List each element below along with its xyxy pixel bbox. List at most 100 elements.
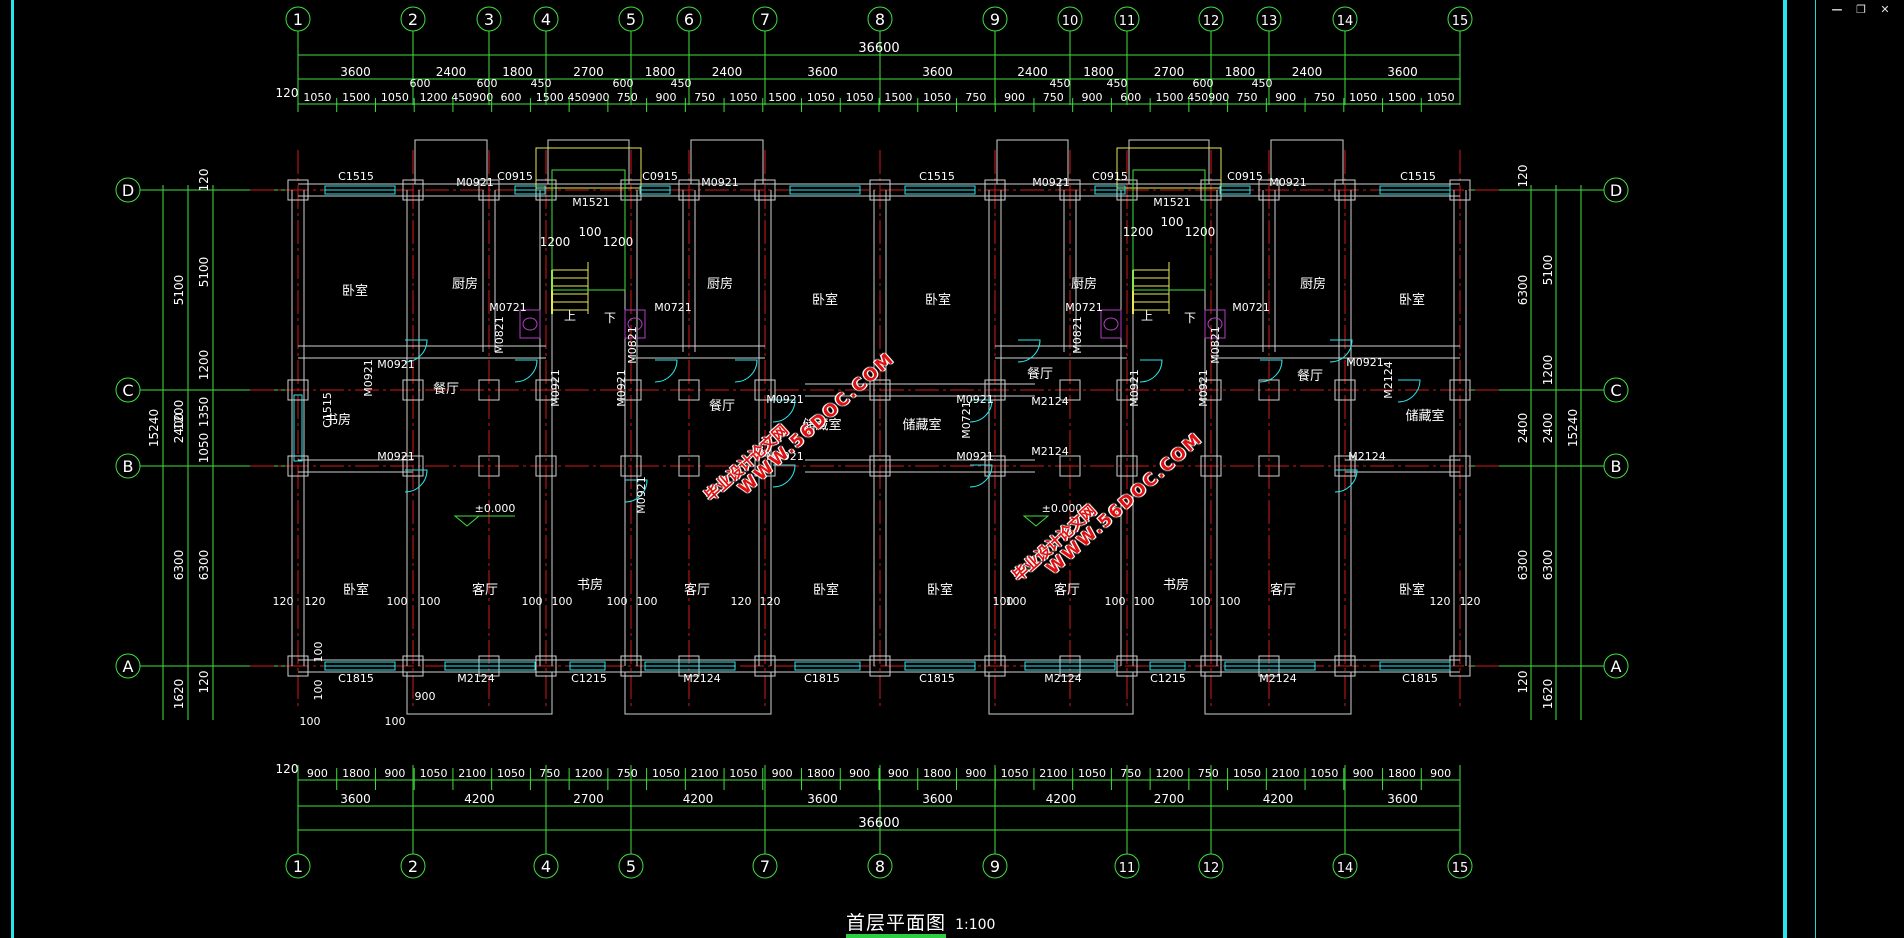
dimension-value: 6300	[1541, 550, 1555, 581]
drawing-scale: 1:100	[955, 917, 996, 933]
dimension-value: 1800	[342, 767, 370, 780]
dimension-value: 1050	[729, 767, 757, 780]
dimension-value: 1050	[1001, 767, 1029, 780]
wall-dimension: 100	[552, 595, 573, 608]
door-label: M0721	[489, 301, 527, 314]
door-label: M1521	[1153, 196, 1191, 209]
minimize-button[interactable]: —	[1831, 3, 1843, 16]
elevation-marker	[453, 515, 481, 527]
dimension-value: 2100	[691, 767, 719, 780]
palette-divider[interactable]	[1815, 0, 1816, 938]
dimension-value: 1200	[1541, 355, 1555, 386]
column	[287, 655, 309, 677]
axis-label-A: A	[1611, 657, 1622, 676]
column	[1200, 655, 1222, 677]
dimension-value: 2700	[1154, 65, 1185, 79]
dimension-value: 4200	[683, 792, 714, 806]
room-label: 储藏室	[1405, 408, 1444, 424]
wall-dimension: 100	[420, 595, 441, 608]
axis-label-3: 3	[484, 10, 494, 29]
door-label: M0921	[1269, 176, 1307, 189]
door-swing	[1329, 339, 1353, 363]
door-label: M0921	[1032, 176, 1070, 189]
stair-up-label: 上	[564, 309, 576, 323]
dimension-value: 600	[410, 77, 431, 90]
room-label: 卧室	[343, 582, 369, 598]
dimension-value: 2700	[573, 792, 604, 806]
room-label: 卧室	[925, 292, 951, 308]
axis-label-C: C	[1610, 381, 1621, 400]
dimension-value: 900	[849, 767, 870, 780]
column	[1059, 455, 1081, 477]
wall-dimension: 100	[1220, 595, 1241, 608]
viewport-left-border	[11, 0, 14, 938]
axis-label-2: 2	[408, 10, 418, 29]
column	[535, 655, 557, 677]
stair-outline	[551, 169, 626, 291]
dimension-value: 1800	[502, 65, 533, 79]
axis-label-B: B	[123, 457, 134, 476]
dimension-value: 1500	[536, 91, 564, 104]
column	[620, 455, 642, 477]
room-label: 书房	[325, 412, 351, 428]
dimension-value: 6300	[1516, 275, 1530, 306]
dimension-value: 1200	[172, 400, 186, 431]
axis-label-8: 8	[875, 10, 885, 29]
dimension-value: 750	[539, 767, 560, 780]
balcony-outline	[1128, 139, 1210, 185]
axis-label-4: 4	[541, 10, 551, 29]
dimension-value: 1500	[884, 91, 912, 104]
axis-label-9: 9	[990, 857, 1000, 876]
column	[1334, 179, 1356, 201]
column	[287, 179, 309, 201]
balcony-outline	[996, 139, 1069, 185]
column	[869, 379, 891, 401]
dimension-value: 3600	[807, 65, 838, 79]
room-label: 卧室	[1399, 582, 1425, 598]
dimension-value: 450	[671, 77, 692, 90]
dimension-value: 2100	[458, 767, 486, 780]
column	[984, 455, 1006, 477]
column	[478, 455, 500, 477]
close-button[interactable]: ✕	[1880, 3, 1890, 16]
room-label: 卧室	[813, 582, 839, 598]
dimension-value: 450900	[451, 91, 493, 104]
dimension-value: 3600	[922, 792, 953, 806]
dimension-value: 1800	[1388, 767, 1416, 780]
door-label: M0921	[549, 369, 562, 407]
dimension-value: 750	[1043, 91, 1064, 104]
wall-dimension: 100	[1105, 595, 1126, 608]
door-label: M2124	[1348, 450, 1386, 463]
stair-dimension: 1200	[540, 235, 571, 249]
column	[1334, 455, 1356, 477]
dimension-value: 1050	[497, 767, 525, 780]
balcony-outline	[1204, 671, 1352, 715]
stair-down-label: 下	[604, 311, 616, 325]
dimension-value: 1050	[381, 91, 409, 104]
door-label: M0921	[377, 358, 415, 371]
stair-outline	[1132, 169, 1206, 291]
window-label: C1815	[919, 672, 955, 685]
wall-dimension: 120	[305, 595, 326, 608]
dimension-value: 2400	[1516, 413, 1530, 444]
elevation-label: ±0.000	[475, 502, 516, 515]
door-swing	[772, 464, 796, 488]
dimension-value: 4200	[464, 792, 495, 806]
restore-button[interactable]: ❐	[1856, 3, 1866, 16]
room-label: 客厅	[1054, 582, 1080, 598]
dimension-value: 900	[1004, 91, 1025, 104]
dimension-value: 120	[197, 671, 211, 694]
door-label: M0921	[362, 359, 375, 397]
dimension-value: 900	[1353, 767, 1374, 780]
dimension-value: 6300	[1516, 550, 1530, 581]
axis-label-2: 2	[408, 857, 418, 876]
wall-dimension: 100	[993, 595, 1014, 608]
door-label: M2124	[1031, 445, 1069, 458]
door-label: M0921	[1346, 356, 1384, 369]
balcony-outline	[1270, 139, 1344, 185]
dimension-value: 2400	[1541, 413, 1555, 444]
dimension-value: 1050	[807, 91, 835, 104]
room-label: 厨房	[452, 276, 478, 292]
column	[620, 655, 642, 677]
